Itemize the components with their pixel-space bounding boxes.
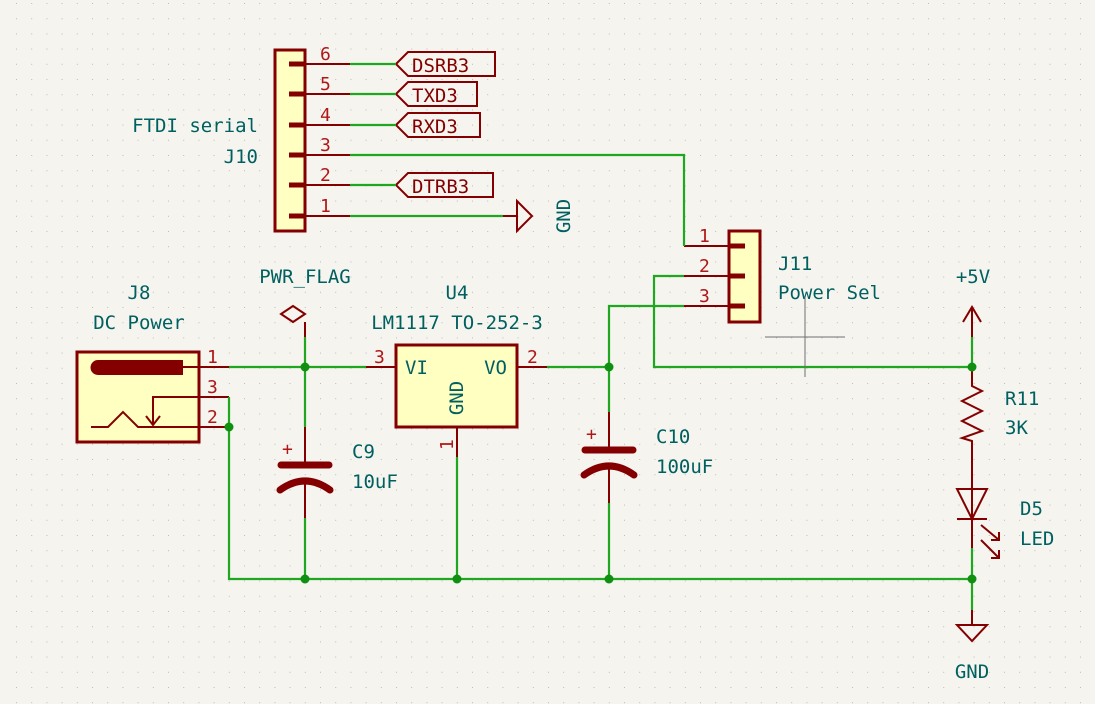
j10-pin-2: 2 [320, 165, 331, 186]
junction [300, 574, 310, 584]
c9-value: 10uF [352, 471, 398, 493]
global-label-text: TXD3 [412, 85, 458, 107]
c10-value: 100uF [656, 456, 713, 478]
u4-pin-1: 1 [437, 439, 458, 450]
r11-value: 3K [1005, 417, 1028, 439]
j10-pin-1: 1 [320, 196, 331, 217]
d5-value: LED [1020, 528, 1054, 550]
junction [224, 422, 234, 432]
capacitor-c9[interactable]: + C9 10uF [276, 427, 398, 518]
c9-plus: + [282, 439, 293, 460]
junctions [224, 362, 977, 584]
j10-pin-6: 6 [320, 44, 331, 65]
d5-reference: D5 [1020, 498, 1043, 520]
gnd-symbol-top[interactable]: GND [503, 198, 575, 234]
j11-pins [684, 243, 745, 309]
connector-j11[interactable]: 1 2 3 J11 Power Sel [684, 226, 881, 324]
u4-pin-3: 3 [374, 347, 385, 368]
j8-pin-2: 2 [207, 407, 218, 428]
c10-reference: C10 [656, 426, 690, 448]
u4-pin-2: 2 [527, 347, 538, 368]
global-label-text: RXD3 [412, 116, 458, 138]
global-label-txd3[interactable]: TXD3 [394, 81, 478, 107]
global-label-text: DSRB3 [412, 55, 469, 77]
gnd-symbol-bottom[interactable]: GND [954, 610, 990, 683]
j10-pin-5: 5 [320, 74, 331, 95]
u4-gnd-label: GND [446, 381, 468, 415]
power-5v-symbol[interactable]: +5V [956, 266, 990, 337]
global-label-dtrb3[interactable]: DTRB3 [394, 172, 494, 198]
u4-value: LM1117 TO-252-3 [371, 312, 543, 334]
j8-reference: J8 [128, 282, 151, 304]
pwr-flag[interactable]: PWR_FLAG [259, 266, 351, 337]
j10-pin-4: 4 [320, 105, 331, 126]
connector-j8[interactable]: 1 3 2 J8 DC Power [75, 282, 229, 444]
gnd-bottom-label: GND [955, 661, 989, 683]
j11-value: Power Sel [778, 282, 881, 304]
cursor-crosshair [765, 297, 845, 377]
r11-reference: R11 [1005, 388, 1039, 410]
c10-plus: + [586, 424, 597, 445]
j8-pin-3: 3 [207, 377, 218, 398]
c9-reference: C9 [352, 441, 375, 463]
connector-j10[interactable]: 6 5 4 3 2 1 FTDI serial J10 [132, 44, 350, 233]
junction [300, 362, 310, 372]
capacitor-c10[interactable]: + C10 100uF [580, 412, 713, 503]
j10-pins [289, 61, 350, 219]
global-label-text: DTRB3 [412, 176, 469, 198]
resistor-r11[interactable]: R11 3K [958, 367, 1039, 457]
pwr-flag-label: PWR_FLAG [259, 266, 351, 288]
u4-vi-label: VI [405, 357, 428, 379]
j8-value: DC Power [93, 312, 185, 334]
j8-pin-1: 1 [207, 347, 218, 368]
u4-vo-label: VO [484, 357, 507, 379]
j11-pin-3: 3 [699, 286, 710, 307]
wires [227, 62, 974, 610]
j10-value: FTDI serial [132, 115, 258, 137]
global-label-dsrb3[interactable]: DSRB3 [394, 51, 496, 77]
grid-dots [16, 3, 1081, 704]
gnd-top-label: GND [553, 199, 575, 233]
j10-reference: J10 [224, 146, 258, 168]
junction [967, 362, 977, 372]
junction [967, 574, 977, 584]
j10-pin-3: 3 [320, 135, 331, 156]
u4-reference: U4 [446, 282, 469, 304]
j11-pin-2: 2 [699, 256, 710, 277]
global-label-rxd3[interactable]: RXD3 [394, 112, 481, 138]
junction [604, 574, 614, 584]
j11-reference: J11 [778, 253, 812, 275]
junction [452, 574, 462, 584]
led-d5[interactable]: D5 LED [955, 457, 1054, 559]
vcc-label: +5V [956, 266, 990, 288]
j11-pin-1: 1 [699, 226, 710, 247]
junction [604, 362, 614, 372]
regulator-u4[interactable]: 3 2 1 VI VO GND U4 LM1117 TO-252-3 [366, 282, 547, 457]
